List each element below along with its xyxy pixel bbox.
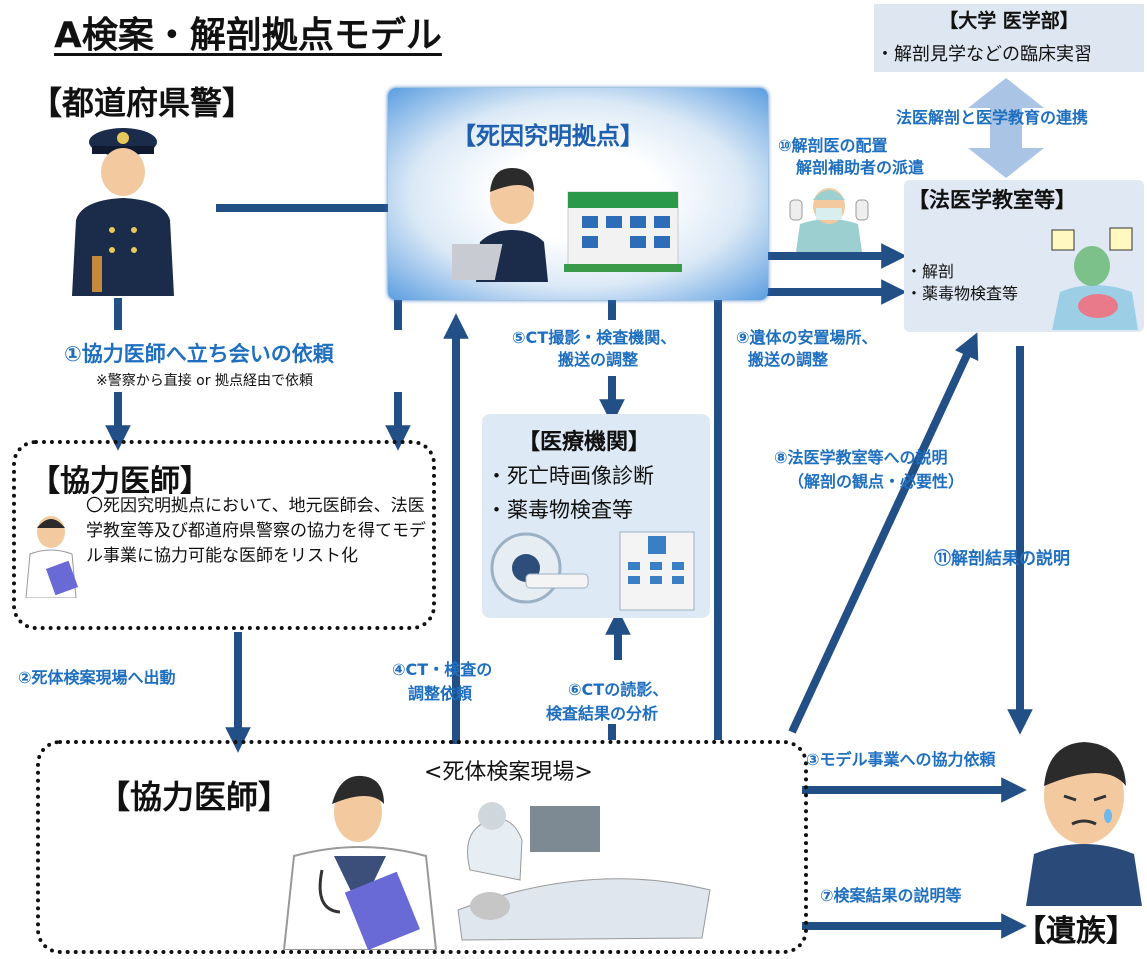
lab-scientist-icon [1044,222,1144,330]
step1-label: ①協力医師へ立ち会いの依頼 [64,342,334,366]
lab-item-autopsy: ・解剖 [906,262,955,281]
coop-list-label: 【協力医師】 [30,464,210,499]
page-title: A検案・解剖拠点モデル [54,15,442,56]
coop-doctor-list-box [12,440,436,630]
step7-label: ⑦検案結果の説明等 [820,886,962,905]
step9-label-1: ⑨遺体の安置場所、 [736,328,878,347]
step5-label-2: 搬送の調整 [558,350,639,369]
doctor-large-icon [270,760,450,951]
scene-doctor-label: 【協力医師】 [98,778,291,816]
hub-operator-building-icon [424,152,692,282]
police-officer-icon [62,120,184,296]
medical-item-toxicology: ・薬毒物検査等 [486,498,633,522]
scene-place: <死体検案現場> [424,760,593,785]
autopsy-scene-icon [440,790,720,942]
step5-label-1: ⑤CT撮影・検査機関、 [512,328,677,347]
university-item: ・解剖見学などの臨床実習 [876,44,1092,65]
grieving-family-icon [1020,726,1147,906]
arrow-explain-to-lab [788,332,979,734]
doctor-small-icon [22,506,80,599]
step6-label-2: 検査結果の分析 [546,704,659,723]
step10-label-1: ⑩解剖医の配置 [778,136,888,155]
univ-lab-link-arrow [968,78,1044,178]
step9-label-2: 搬送の調整 [748,350,829,369]
step4-label-2: 調整依頼 [408,684,473,703]
hub-label: 【死因究明拠点】 [452,122,644,150]
step6-label-1: ⑥CTの読影、 [568,680,669,699]
ct-scanner-hospital-icon [490,522,704,614]
lab-label: 【法医学教室等】 [908,188,1076,212]
step8-label-1: ⑧法医学教室等への説明 [774,448,948,467]
step2-label: ②死体検案現場へ出動 [18,668,176,687]
university-label: 【大学 医学部】 [939,10,1079,32]
step4-label-1: ④CT・検査の [392,660,493,679]
medical-item-imaging: ・死亡時画像診断 [486,464,654,488]
police-label: 【都道府県警】 [30,84,255,122]
univ-lab-link-label: 法医解剖と医学教育の連携 [896,108,1089,127]
university-box [874,4,1144,72]
step10-label-2: 解剖補助者の派遣 [796,158,925,177]
lab-item-toxicology: ・薬毒物検査等 [906,284,1019,303]
step8-label-2: （解剖の観点・必要性） [788,472,965,491]
step3-label: ③モデル事業への協力依頼 [806,750,996,769]
step11-label: ⑪解剖結果の説明 [934,549,1070,569]
coop-list-text: 〇死因究明拠点において、地元医師会、法医学教室等及び都道府県警察の協力を得てモデ… [86,496,426,566]
arrow-police-route [216,204,402,330]
surgeon-icon [786,180,872,252]
step1-note: ※警察から直接 or 拠点経由で依頼 [96,373,313,389]
exam-scene-box [36,740,808,954]
family-label: 【遺族】 [1016,914,1136,949]
medical-label: 【医療機関】 [518,430,651,455]
